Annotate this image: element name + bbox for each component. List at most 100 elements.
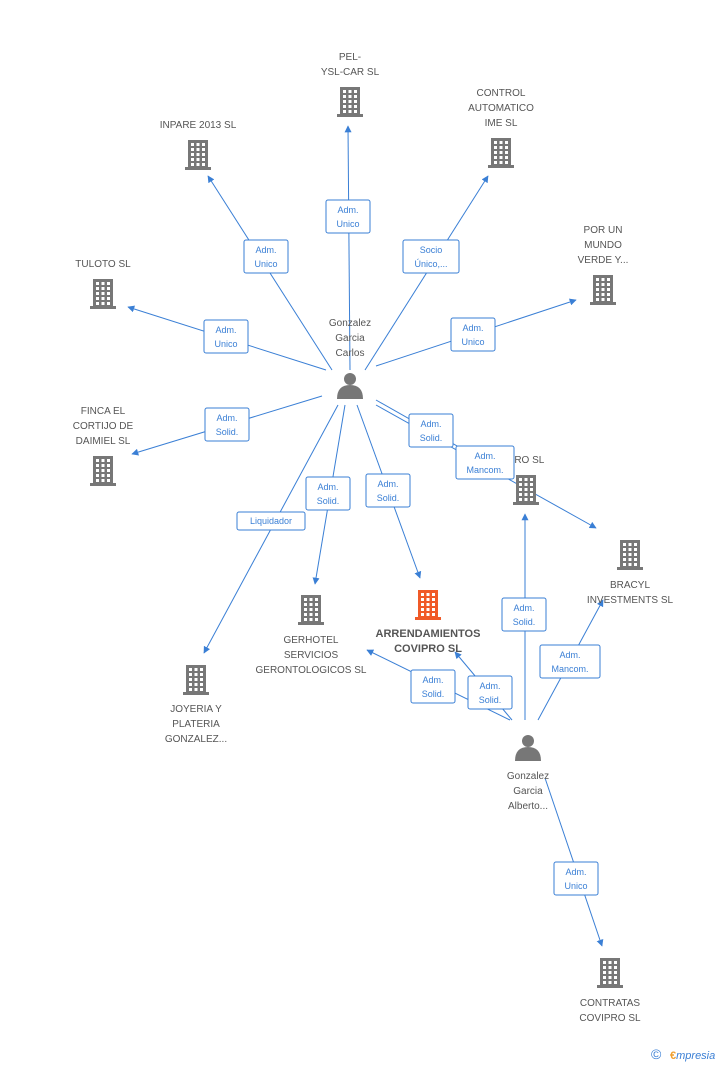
edge-label-text: Adm. [479, 681, 500, 691]
edge-label-box [365, 473, 411, 508]
edge-label-text: Adm. [513, 603, 534, 613]
building-window [343, 105, 346, 108]
node-tuloto[interactable]: TULOTO SL [75, 259, 131, 309]
person-body [515, 747, 541, 761]
edge-label-carlos-porun[interactable]: Adm.Unico [450, 317, 496, 352]
node-joyeria[interactable]: JOYERIA YPLATERIAGONZALEZ... [165, 665, 227, 745]
edge-carlos-pelysl [344, 125, 352, 371]
node-label: CONTROL [477, 88, 526, 99]
node-label: Gonzalez [329, 318, 371, 329]
building-window [107, 474, 110, 477]
node-pelysl[interactable]: PEL-YSL-CAR SL [321, 52, 380, 117]
building-window [107, 464, 110, 467]
edge-label-alberto-bracyl[interactable]: Adm.Mancom. [539, 644, 601, 679]
edge-label-text: Adm. [559, 650, 580, 660]
building-window [191, 148, 194, 151]
building-window [607, 278, 610, 281]
building-base [488, 165, 514, 168]
building-base [597, 985, 623, 988]
building-window [348, 100, 352, 103]
edge-label-carlos-inpare[interactable]: Adm.Unico [243, 239, 289, 274]
edge-label-carlos-arrend[interactable]: Adm.Solid. [365, 473, 411, 508]
building-window [499, 146, 503, 149]
building-window [354, 110, 357, 113]
building-base [617, 567, 643, 570]
node-inpare[interactable]: INPARE 2013 SL [160, 120, 237, 170]
building-window [107, 282, 110, 285]
building-icon [90, 456, 116, 486]
node-pro[interactable]: PRO SL [508, 455, 545, 505]
building-window [421, 593, 424, 596]
edge-label-carlos-gerhotel[interactable]: Adm.Solid. [305, 476, 351, 511]
building-window [304, 598, 307, 601]
edge-label-text: Unico [214, 339, 237, 349]
building-window [343, 100, 346, 103]
building-window [304, 613, 307, 616]
edge-label-carlos-control[interactable]: SocioÚnico,... [402, 239, 460, 274]
building-window [309, 608, 313, 611]
edge-label-box [203, 319, 249, 354]
edge-label-carlos-pelysl[interactable]: Adm.Unico [325, 199, 371, 234]
building-base [183, 692, 209, 695]
building-window [519, 478, 522, 481]
building-window [432, 593, 435, 596]
edge-label-alberto-arrend[interactable]: Adm.Solid. [467, 675, 513, 710]
building-window [628, 548, 632, 551]
building-base [90, 483, 116, 486]
building-window [101, 302, 105, 305]
building-window [348, 105, 352, 108]
building-window [494, 141, 497, 144]
node-label: ARRENDAMIENTOS [376, 628, 481, 640]
edge-label-alberto-gerhotel[interactable]: Adm.Solid. [410, 669, 456, 704]
building-window [426, 593, 430, 596]
edge-label-text: Liquidador [250, 516, 292, 526]
building-window [421, 598, 424, 601]
building-window [426, 613, 430, 616]
node-label: Carlos [336, 348, 365, 359]
edge-label-carlos-joyeria[interactable]: Liquidador [236, 511, 306, 531]
edge-label-carlos-bracyl[interactable]: Adm.Mancom. [455, 445, 515, 480]
building-window [194, 678, 198, 681]
building-window [354, 100, 357, 103]
building-window [505, 141, 508, 144]
node-alberto[interactable]: GonzalezGarciaAlberto... [507, 735, 549, 812]
nodes-layer: PEL-YSL-CAR SL INPARE 2013 SL CONTROLAUTOM… [73, 52, 674, 1024]
person-body [337, 385, 363, 399]
building-window [603, 971, 606, 974]
edge-label-carlos-pro[interactable]: Adm.Solid. [408, 413, 454, 448]
building-window [499, 141, 503, 144]
edge-label-text: Adm. [420, 419, 441, 429]
building-window [200, 678, 203, 681]
building-window [194, 683, 198, 686]
building-window [96, 287, 99, 290]
building-window [96, 469, 99, 472]
building-icon [513, 475, 539, 505]
building-window [432, 613, 435, 616]
edge-label-carlos-tuloto[interactable]: Adm.Unico [203, 319, 249, 354]
building-window [421, 603, 424, 606]
edge-label-alberto-pro[interactable]: Adm.Solid. [501, 597, 547, 632]
edge-label-alberto-contratas[interactable]: Adm.Unico [553, 861, 599, 896]
building-window [607, 293, 610, 296]
building-window [304, 618, 307, 621]
node-label: Gonzalez [507, 771, 549, 782]
building-window [607, 288, 610, 291]
edge-label-carlos-finca[interactable]: Adm.Solid. [204, 407, 250, 442]
building-icon [90, 279, 116, 309]
building-window [628, 543, 632, 546]
edge-label-text: Unico [336, 219, 359, 229]
building-window [494, 151, 497, 154]
edge-label-box [410, 669, 456, 704]
edge-label-text: Adm. [474, 451, 495, 461]
building-window [608, 966, 612, 969]
building-window [315, 613, 318, 616]
building-base [590, 302, 616, 305]
